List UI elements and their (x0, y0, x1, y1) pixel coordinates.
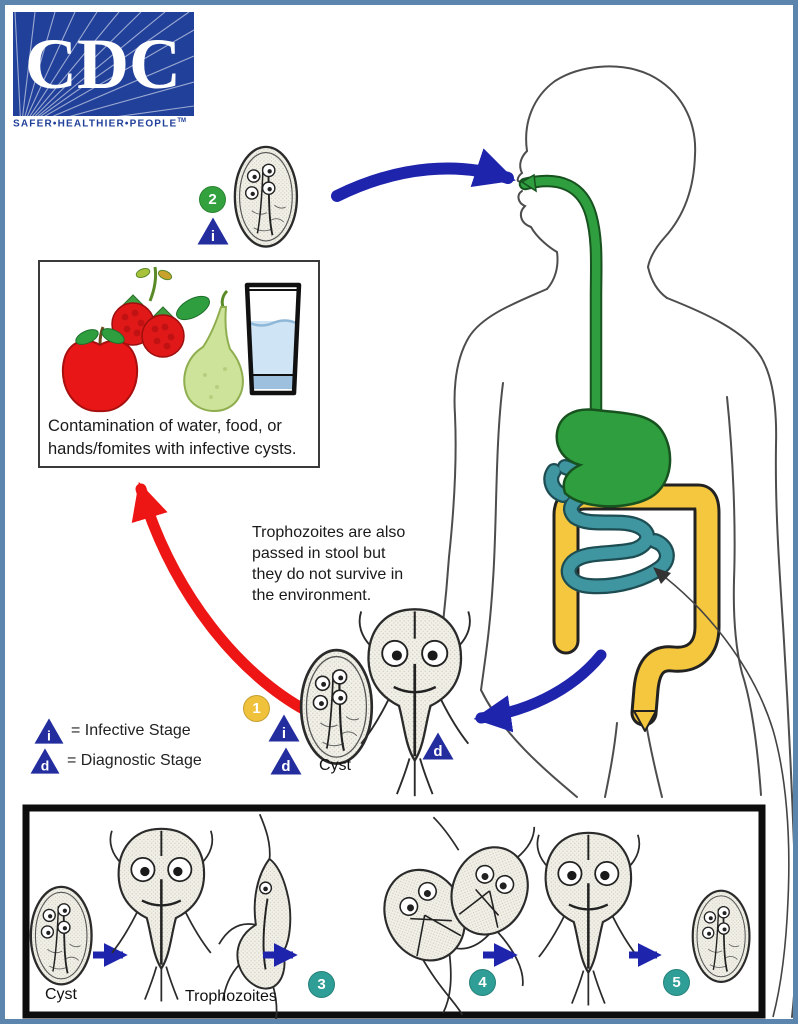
panel-multiplying-trophozoites (368, 816, 542, 1017)
stage-3-badge: 3 (308, 971, 335, 998)
legend-infective-triangle: i (34, 718, 64, 744)
small-intestine (543, 459, 675, 595)
ingestion-arrow (331, 148, 516, 202)
svg-text:d: d (433, 743, 442, 760)
infective-triangle-cyst: i (268, 714, 300, 742)
panel-trophozoite-2 (536, 831, 641, 1007)
contamination-caption: Contamination of water, food, or hands/f… (48, 417, 297, 458)
intestine-leader-line (653, 567, 790, 1018)
human-body-outline (442, 65, 793, 1018)
stool-note: Trophozoites are also passed in stool bu… (252, 524, 406, 605)
trademark-symbol: TM (177, 118, 187, 124)
cyst-label-main: Cyst (319, 757, 351, 774)
diagnostic-triangle-cyst: d (270, 747, 302, 775)
legend-diagnostic-label: = Diagnostic Stage (67, 752, 202, 769)
panel-cyst-illustration (29, 885, 93, 986)
stage-1-badge: 1 (243, 695, 270, 722)
life-cycle-panel (22, 804, 766, 1019)
infective-triangle-top: i (197, 217, 229, 245)
contamination-box: Contamination of water, food, or hands/f… (38, 260, 320, 468)
panel-trophozoite-front (109, 827, 214, 1003)
panel-trophozoites-label: Trophozoites (185, 988, 277, 1005)
panel-cyst-label: Cyst (45, 986, 77, 1003)
diagram-artwork (22, 65, 793, 1019)
stage-2-badge: 2 (199, 186, 226, 213)
cyst-illustration-top (233, 145, 299, 248)
legend-infective-label: = Infective Stage (71, 722, 191, 739)
cdc-logo-acronym: CDC (25, 24, 181, 104)
cdc-logo: CDC (13, 12, 194, 116)
stage-4-badge: 4 (469, 969, 496, 996)
trophozoite-illustration-main (358, 607, 472, 798)
digestive-tract (518, 173, 721, 732)
svg-text:i: i (211, 228, 215, 245)
cyst-illustration-main (299, 648, 374, 765)
cdc-tagline: SAFER•HEALTHIER•PEOPLETM (13, 118, 187, 130)
large-intestine (552, 483, 721, 732)
cdc-logo-rays (14, 12, 194, 116)
stomach (555, 408, 672, 508)
panel-border (22, 804, 766, 1019)
svg-text:i: i (47, 727, 51, 743)
legend-diagnostic-triangle: d (30, 748, 60, 774)
svg-text:d: d (281, 758, 290, 775)
esophagus (518, 173, 603, 424)
stool-passage-arrow (473, 649, 607, 733)
svg-text:d: d (41, 757, 50, 773)
panel-cyst-2-illustration (691, 889, 751, 983)
svg-text:i: i (282, 725, 286, 742)
stage-5-badge: 5 (663, 969, 690, 996)
diagnostic-triangle-trophozoite: d (422, 732, 454, 760)
